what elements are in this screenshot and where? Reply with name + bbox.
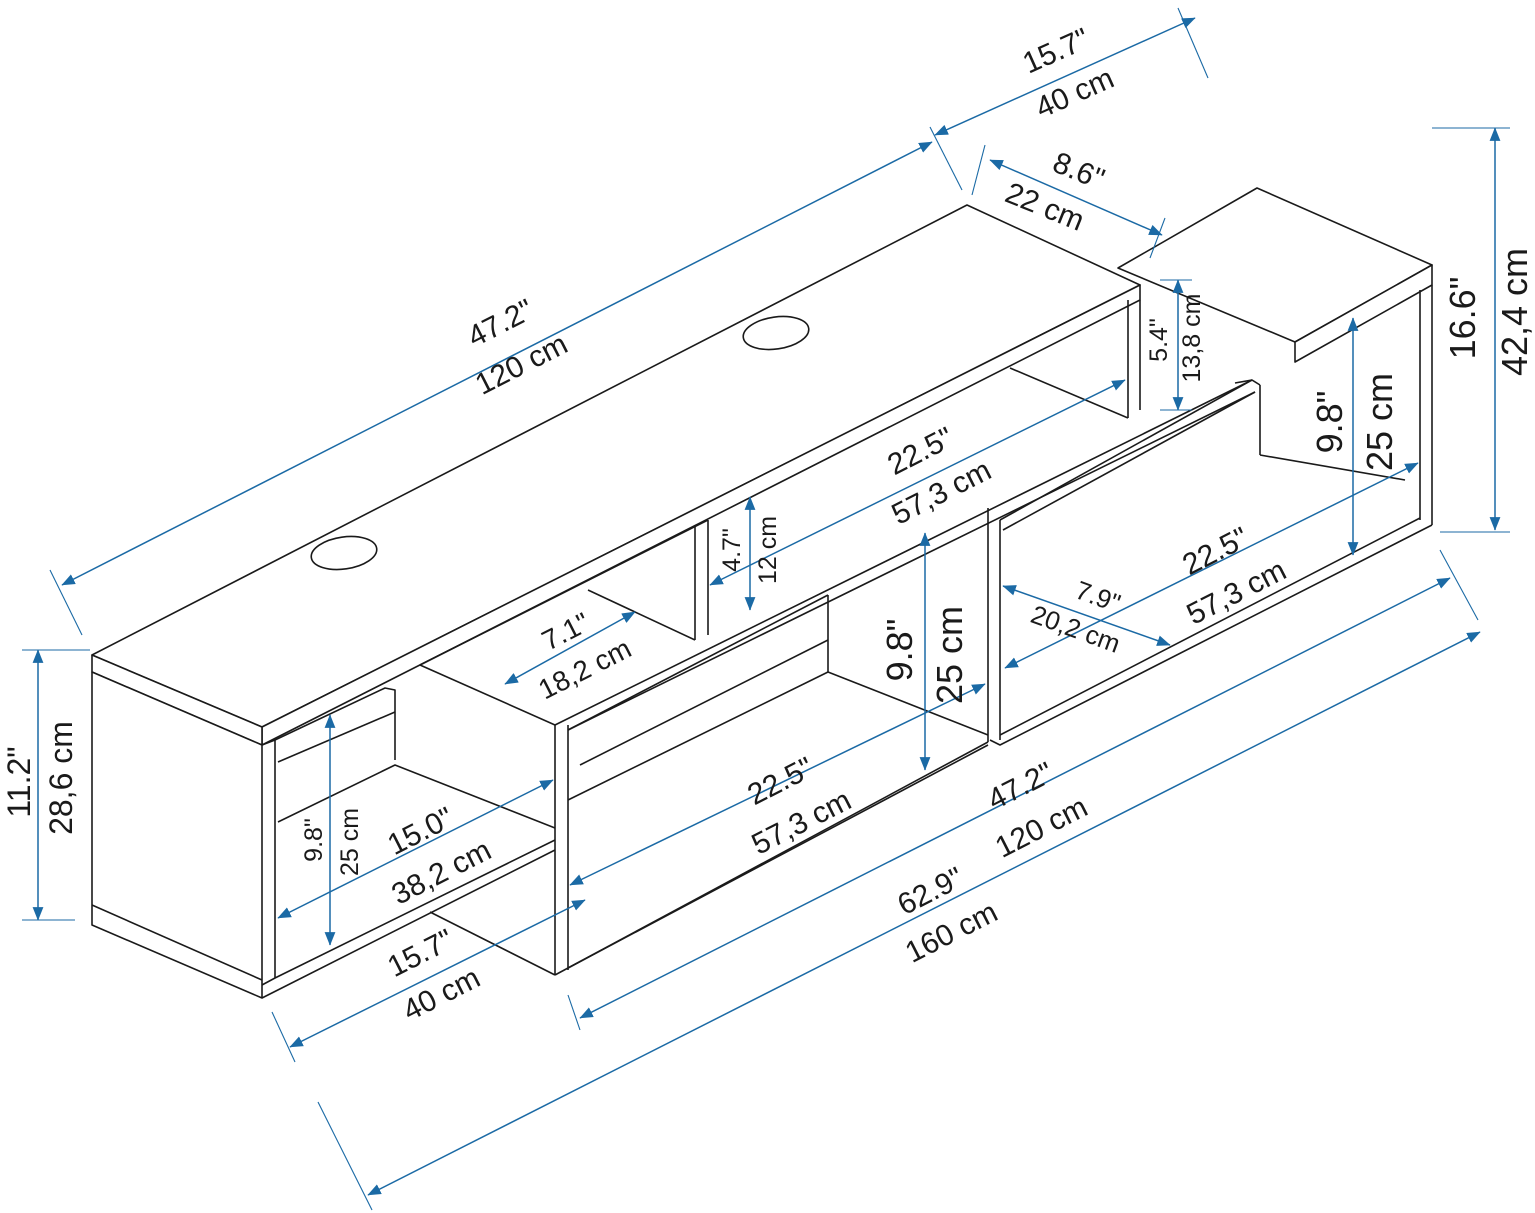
label-upper-niche-depth-in: 7.1" — [537, 607, 595, 657]
label-upper-niche-height-cm: 12 cm — [754, 516, 782, 584]
dim-upper-shelf-width — [709, 379, 1126, 586]
label-right-open-height-cm: 25 cm — [1359, 373, 1400, 471]
label-step-height-in: 5.4" — [1145, 318, 1173, 362]
label-middle-height-in: 9.8" — [879, 619, 920, 682]
label-left-inner-height-in: 9.8" — [300, 818, 328, 862]
label-left-height-in: 11.2" — [1, 746, 37, 817]
label-left-inner-height-cm: 25 cm — [336, 808, 364, 876]
dim-left-depth — [289, 899, 586, 1048]
label-right-open-height-in: 9.8" — [1309, 391, 1350, 454]
label-step-height-cm: 13,8 cm — [1178, 294, 1206, 383]
dim-step-depth — [989, 159, 1163, 236]
dim-total-length — [367, 631, 1481, 1196]
dimension-lines — [22, 7, 1510, 1211]
dim-top-depth-right — [934, 17, 1196, 136]
label-right-shelf-depth-in: 7.9" — [1072, 575, 1125, 619]
label-left-height-cm: 28,6 cm — [43, 721, 79, 835]
label-total-height-cm: 42,4 cm — [1494, 248, 1535, 376]
label-upper-niche-height-in: 4.7" — [718, 528, 746, 572]
dim-top-length — [61, 141, 933, 586]
left-module — [91, 671, 556, 999]
label-middle-height-cm: 25 cm — [929, 606, 970, 704]
label-total-height-in: 16.6" — [1442, 277, 1483, 360]
